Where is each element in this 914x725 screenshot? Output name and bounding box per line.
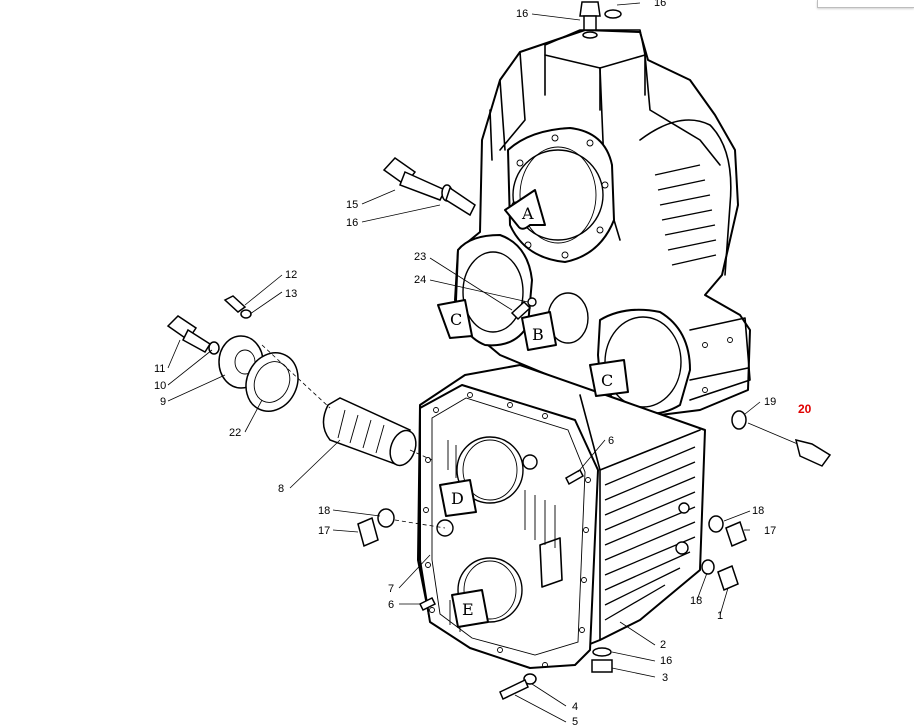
callout-7: 7 [388, 583, 394, 595]
breather-12-13 [223, 295, 252, 319]
callout-16-top-b: 16 [654, 0, 666, 9]
callout-19: 19 [764, 396, 776, 408]
callout-4: 4 [572, 701, 578, 713]
filler-pipe-15 [382, 157, 476, 217]
callout-18-low: 18 [690, 595, 702, 607]
arrow-e-label: E [462, 600, 474, 619]
callout-23: 23 [414, 251, 426, 263]
callout-9: 9 [160, 396, 166, 408]
callout-17-right: 17 [764, 525, 776, 537]
arrow-d-label: D [451, 489, 464, 508]
filter-cartridge-8 [322, 397, 417, 467]
callout-16-top-a: 16 [516, 8, 528, 20]
bolt-5 [499, 673, 537, 701]
callout-10: 10 [154, 380, 166, 392]
callout-18-right: 18 [752, 505, 764, 517]
arrow-b: B [521, 311, 557, 351]
callout-11: 11 [154, 363, 165, 375]
gasket-22 [245, 352, 299, 412]
arrow-c-left-label: C [450, 310, 462, 329]
arrow-markers: A C B C D E [437, 189, 629, 628]
window-corner-tab [817, 0, 914, 8]
dipstick-20 [731, 410, 832, 467]
upper-housing [454, 29, 751, 416]
arrow-c-right: C [589, 359, 629, 397]
callout-17-left: 17 [318, 525, 330, 537]
arrow-c-right-label: C [601, 371, 613, 390]
callout-3: 3 [662, 672, 668, 684]
callout-8: 8 [278, 483, 284, 495]
drain-plug-17-left [357, 508, 395, 548]
callout-20-highlighted: 20 [798, 402, 812, 416]
callout-2: 2 [660, 639, 666, 651]
plug-1 [701, 559, 739, 592]
callout-6-left: 6 [388, 599, 394, 611]
callout-24: 24 [414, 274, 426, 286]
callout-16-mid: 16 [346, 217, 358, 229]
arrow-d: D [439, 479, 477, 517]
arrow-e: E [451, 589, 489, 628]
pin-6-left [418, 596, 437, 612]
callout-1: 1 [717, 610, 723, 622]
plug-3 [591, 647, 613, 673]
arrow-c-left: C [437, 299, 473, 339]
arrow-b-label: B [532, 325, 544, 344]
callout-6-right: 6 [608, 435, 614, 447]
flange-a-bolt-holes [511, 134, 609, 259]
callout-12: 12 [285, 269, 297, 281]
leader-lines [167, 2, 761, 723]
arrow-a-label: A [521, 204, 534, 223]
callout-16-bottom: 16 [660, 655, 672, 667]
drain-plug-17-right [708, 515, 747, 548]
callout-15: 15 [346, 199, 358, 211]
lower-housing [417, 364, 706, 669]
callout-13: 13 [285, 288, 297, 300]
callout-22: 22 [229, 427, 241, 439]
callout-labels: 16 16 15 16 23 24 12 13 11 10 9 22 8 6 1… [154, 0, 812, 725]
arrow-a: A [504, 189, 546, 230]
cover-bolt-holes [423, 392, 591, 668]
callout-5: 5 [572, 716, 578, 725]
top-plug-16 [579, 1, 622, 39]
callout-18-left: 18 [318, 505, 330, 517]
